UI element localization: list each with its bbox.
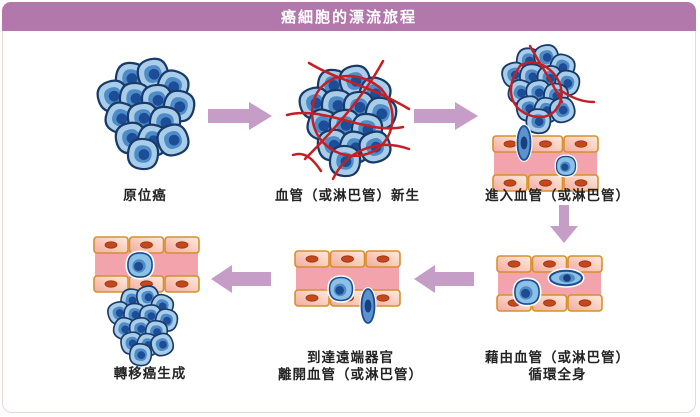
step-1-label: 原位癌 xyxy=(123,188,167,204)
metastatic-tumor-illustration xyxy=(100,288,200,368)
step-3-label: 進入血管（或淋巴管） xyxy=(485,188,630,204)
intravasation-illustration xyxy=(490,46,602,194)
arrow-left-icon xyxy=(414,265,474,293)
circulation-illustration xyxy=(497,249,602,319)
step-2-label: 血管（或淋巴管）新生 xyxy=(275,188,420,204)
new-blood-vessels xyxy=(285,59,411,181)
page-title: 癌細胞的漂流旅程 xyxy=(280,8,417,26)
step-6-label: 轉移癌生成 xyxy=(113,366,187,382)
step-4-label: 藉由血管（或淋巴管） 循環全身 xyxy=(485,350,630,383)
angiogenesis-illustration xyxy=(285,59,411,181)
title-banner: 癌細胞的漂流旅程 xyxy=(2,2,696,31)
arrow-left-icon xyxy=(211,265,271,293)
new-blood-vessels xyxy=(509,44,596,119)
step-5-label: 到達遠端器官 離開血管（或淋巴管） xyxy=(278,350,423,383)
extravasation-illustration xyxy=(295,249,400,325)
arrow-down-icon xyxy=(550,205,578,243)
arrow-right-icon xyxy=(208,102,272,130)
tumor-in-situ-illustration xyxy=(90,57,202,173)
arrow-right-icon xyxy=(414,102,478,130)
